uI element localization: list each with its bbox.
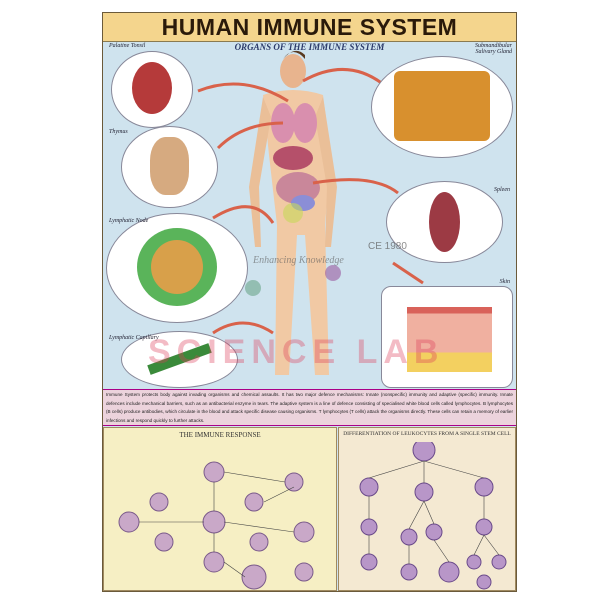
label-capillary: Lymphatic Capillary [109, 335, 159, 341]
leukocyte-differentiation-title: DIFFERENTIATION OF LEUKOCYTES FROM A SIN… [343, 431, 511, 437]
label-tonsil: Palatine Tonsil [109, 43, 146, 49]
label-thymus: Thymus [109, 129, 128, 135]
skin-inset [381, 286, 513, 388]
immune-response-title: THE IMMUNE RESPONSE [179, 431, 261, 439]
label-lymph-node: Lymphatic Node [109, 218, 149, 224]
description-paragraph: Immune System protects body against inva… [103, 389, 516, 426]
salivary-gland-inset [371, 56, 513, 158]
label-skin: Skin [499, 279, 510, 285]
thymus-inset [121, 126, 218, 208]
organs-illustration [197, 50, 424, 375]
label-salivary: Submandibular Salivary Gland [474, 43, 512, 55]
watermark-tagline: Enhancing Knowledge [253, 255, 344, 266]
lymph-node-inset [106, 213, 248, 323]
label-spleen: Spleen [494, 187, 510, 193]
poster-title: HUMAN IMMUNE SYSTEM [161, 14, 458, 40]
immune-system-poster: HUMAN IMMUNE SYSTEM ORGANS OF THE IMMUNE… [102, 12, 517, 592]
immune-response-diagram [118, 461, 315, 590]
capillary-inset [121, 331, 238, 388]
watermark-brand: SCIENCE LAB [148, 333, 445, 371]
tonsil-inset [111, 51, 193, 128]
leukocyte-differentiation-panel: DIFFERENTIATION OF LEUKOCYTES FROM A SIN… [338, 427, 516, 591]
immune-response-panel: THE IMMUNE RESPONSE [103, 427, 337, 591]
title-bar: HUMAN IMMUNE SYSTEM [103, 13, 516, 42]
leukocyte-diagram [359, 442, 507, 590]
watermark-since: CE 1980 [368, 241, 407, 252]
spleen-inset [386, 181, 503, 263]
poster-subtitle: ORGANS OF THE IMMUNE SYSTEM [234, 42, 385, 52]
